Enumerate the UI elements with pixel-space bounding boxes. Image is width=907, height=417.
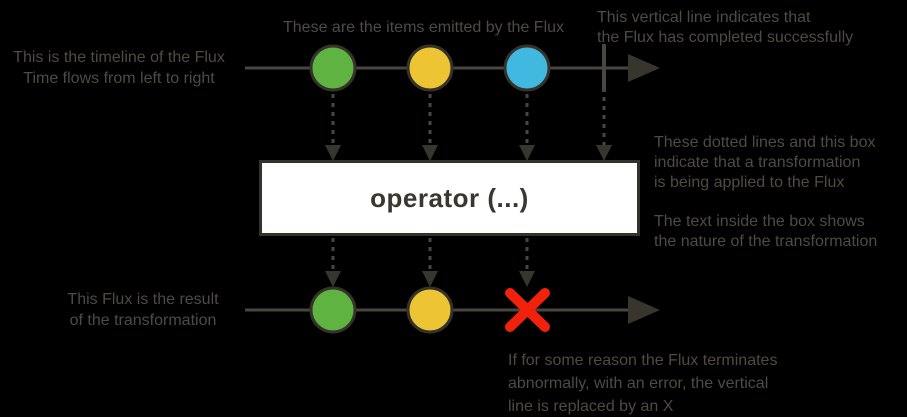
- down-arrowhead-icon: [519, 145, 535, 161]
- down-arrowhead-icon: [325, 145, 341, 161]
- operator-box: operator (...): [259, 160, 640, 236]
- down-arrowhead-icon: [325, 271, 341, 287]
- error-x-stroke: [505, 288, 550, 332]
- annotation-error-x: If for some reason the Flux terminates a…: [508, 352, 778, 415]
- error-x-icon: [505, 288, 550, 332]
- annotation-result-flux: This Flux is the result of the transform…: [67, 291, 219, 329]
- dotted-arrow-result-1: [325, 238, 341, 287]
- annotation-complete-line: This vertical line indicates that the Fl…: [597, 9, 854, 46]
- dotted-arrow-source-3: [519, 94, 535, 161]
- dotted-arrow-source-1: [325, 94, 341, 161]
- dotted-arrow-result-2: [422, 238, 438, 287]
- source-timeline-arrowhead-icon: [628, 54, 660, 82]
- down-arrowhead-icon: [519, 271, 535, 287]
- down-arrowhead-icon: [596, 145, 612, 161]
- annotation-transformation: These dotted lines and this box indicate…: [654, 134, 876, 191]
- annotation-timeline: This is the timeline of the Flux Time fl…: [13, 49, 225, 87]
- dotted-arrow-source-complete: [596, 97, 612, 161]
- result-timeline-arrowhead-icon: [628, 296, 660, 324]
- annotation-box-text: The text inside the box shows the nature…: [654, 213, 878, 250]
- down-arrowhead-icon: [422, 145, 438, 161]
- emitted-item-green: [309, 44, 357, 92]
- operator-box-label: operator (...): [370, 182, 529, 213]
- dotted-arrow-source-2: [422, 94, 438, 161]
- annotation-emitted-items: These are the items emitted by the Flux: [283, 19, 565, 36]
- down-arrowhead-icon: [422, 271, 438, 287]
- result-item-green: [309, 286, 357, 334]
- result-item-yellow: [406, 286, 454, 334]
- emitted-item-yellow: [406, 44, 454, 92]
- emitted-item-blue: [503, 44, 551, 92]
- dotted-arrow-result-3: [519, 238, 535, 287]
